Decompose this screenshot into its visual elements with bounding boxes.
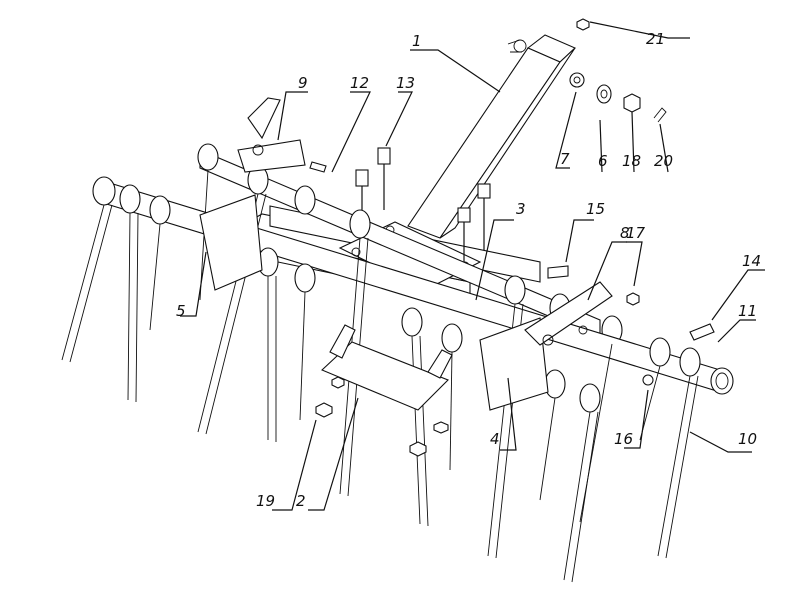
callout-14: 14 xyxy=(742,252,761,270)
callout-10: 10 xyxy=(738,430,757,448)
bolts xyxy=(309,161,715,341)
nuts xyxy=(315,292,654,457)
callout-9: 9 xyxy=(298,74,308,92)
callout-16: 16 xyxy=(614,430,633,448)
callout-20: 20 xyxy=(654,152,673,170)
callout-13: 13 xyxy=(396,74,415,92)
callout-labels: 1 2 3 4 5 6 7 8 9 10 11 12 13 14 15 16 1… xyxy=(176,30,761,510)
callout-11: 11 xyxy=(738,302,757,320)
callout-12: 12 xyxy=(350,74,369,92)
callout-15: 15 xyxy=(586,200,605,218)
callout-5: 5 xyxy=(176,302,186,320)
callout-17: 17 xyxy=(626,224,646,242)
callout-6: 6 xyxy=(598,152,608,170)
callout-1: 1 xyxy=(412,32,422,50)
rear-tine-shaft xyxy=(197,143,623,345)
left-bracket xyxy=(199,97,306,291)
leader-lines xyxy=(180,21,765,511)
callout-4: 4 xyxy=(490,430,500,448)
callout-2: 2 xyxy=(296,492,306,510)
small-fasteners-top xyxy=(576,18,667,123)
lower-clamp-plate xyxy=(321,324,453,411)
right-bracket xyxy=(479,281,613,411)
callout-8: 8 xyxy=(620,224,630,242)
callout-7: 7 xyxy=(560,150,570,168)
callout-3: 3 xyxy=(516,200,526,218)
callout-18: 18 xyxy=(622,152,641,170)
callout-21: 21 xyxy=(646,30,665,48)
callout-19: 19 xyxy=(256,492,275,510)
drawbar xyxy=(407,34,585,239)
u-bolts xyxy=(355,147,491,268)
